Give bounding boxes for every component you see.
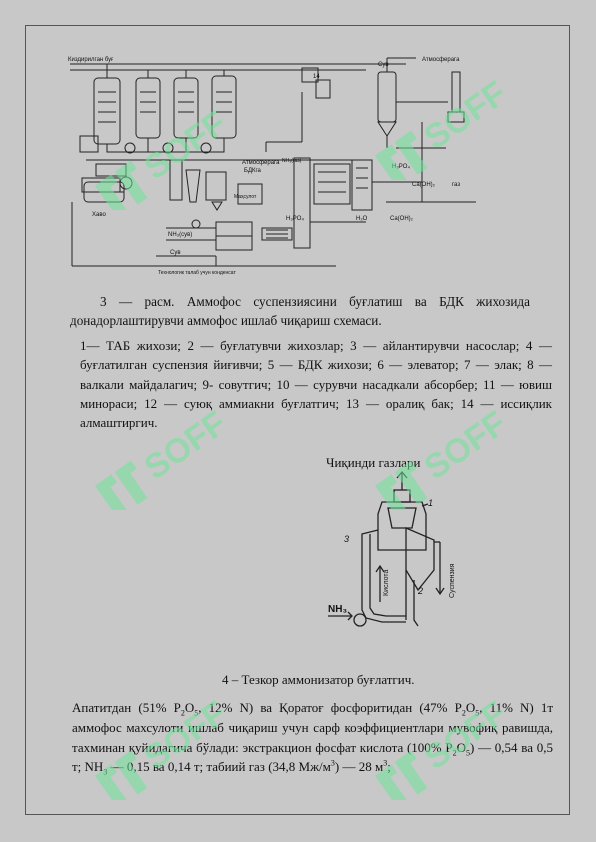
figure-3-legend: 1— ТАБ жихози; 2 — буғлатувчи жихозлар; … (80, 338, 552, 431)
figure-4-ammonia: NH₃ (328, 604, 347, 615)
subscript: 2 (180, 708, 185, 718)
subscript: 2 (452, 748, 457, 758)
body-text-part: O (465, 700, 476, 715)
label-ammonia-water: NH₃(сув) (168, 232, 192, 238)
figure-4-caption: 4 – Тезкор аммонизатор буғлатгич. (222, 672, 415, 687)
superscript: 3 (383, 759, 388, 769)
page-frame (25, 25, 570, 815)
subscript: 5 (194, 708, 199, 718)
body-text-part: , 12% N) ва Қоратоғ фосфоритидан (47% P (198, 700, 462, 715)
body-text-part: ; (387, 759, 391, 775)
superscript: 3 (330, 759, 335, 769)
label-gas: газ (452, 182, 460, 188)
label-to-bdk: БДКга (244, 168, 262, 174)
body-text-part: O (184, 700, 195, 715)
body-paragraph: Апатитдан (51% P2O5, 12% N) ва Қоратоғ ф… (72, 698, 553, 777)
subscript: 2 (461, 708, 466, 718)
figure-4-svg: 1 2 3 NH₃ Суспензия Кислота (328, 470, 456, 627)
body-text-part: , 11% N) 1т аммофос махсулоти ишлаб чиқа… (72, 700, 554, 755)
figure-4-num-2: 2 (417, 586, 423, 596)
label-atmosphere-top: Атмосферага (422, 57, 460, 63)
label-lime-2: Ca(OH)₂ (412, 182, 436, 188)
body-text-part: O (456, 739, 466, 755)
subscript: 5 (475, 708, 480, 718)
label-water-bottom: Сув (170, 250, 181, 256)
label-lime-1: Ca(OH)₂ (390, 216, 414, 222)
figure-4-suspension: Суспензия (449, 563, 456, 598)
figure-3-svg: Киздирилган буғ Сув Атмосферага Атмосфер… (68, 57, 476, 276)
figure-4-acid: Кислота (383, 569, 390, 596)
subscript: 5 (465, 748, 470, 758)
label-condensate: Технологик талаб учун конденсат (158, 270, 236, 276)
figure-3-caption: 3 — расм. Аммофос суспензиясини буғлатиш… (70, 292, 530, 330)
label-atmosphere-mid: Атмосферага (242, 160, 280, 166)
label-water-h2o: H₂O (356, 216, 368, 222)
label-phosphoric-2: H₃PO₄ (392, 164, 410, 170)
label-phosphoric-1: H₃PO₄ (286, 216, 304, 222)
figure-4-title: Чиқинди газлари (326, 455, 421, 470)
figure-4-num-1: 1 (428, 498, 433, 508)
body-text-part: Апатитдан (51% P (72, 700, 181, 715)
figure-3-schematic: Киздирилган буғ Сув Атмосферага Атмосфер… (66, 52, 486, 280)
label-air: Хаво (92, 212, 106, 218)
figure-4-num-3: 3 (344, 534, 349, 544)
body-text-part: — 0,15 ва 0,14 т; табиий газ (34,8 Мж/м (107, 759, 331, 775)
label-product: Маҳсулот (234, 194, 257, 200)
figure-3-caption-text: 3 — расм. Аммофос суспензиясини буғлатиш… (70, 294, 530, 328)
label-water-top: Сув (378, 62, 389, 68)
label-steam: Киздирилган буғ (68, 57, 114, 63)
body-text-part: ) — 28 м (334, 759, 384, 775)
label-ammonia-gas: NH₃(газ) (282, 158, 302, 164)
figure-4-schematic: 1 2 3 NH₃ Суспензия Кислота (322, 470, 472, 640)
label-number-14: 14 (313, 74, 320, 80)
